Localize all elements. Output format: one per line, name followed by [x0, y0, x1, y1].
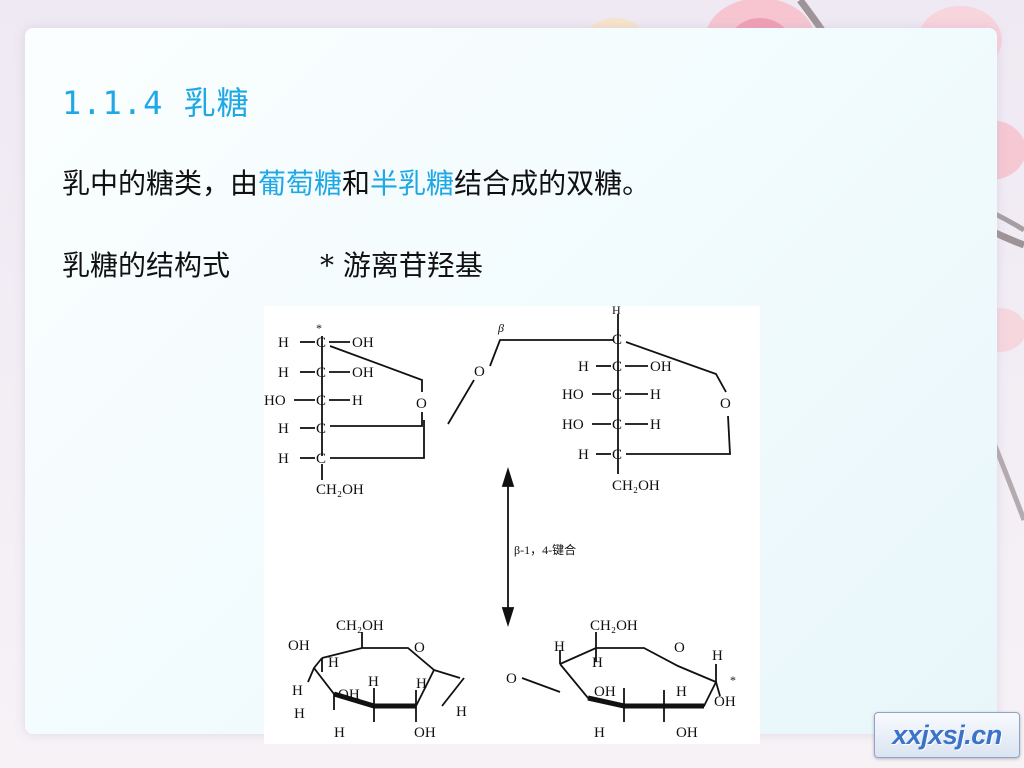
- structure-heading: 乳糖的结构式 * 游离苷羟基: [62, 244, 483, 284]
- atom-label: C: [612, 359, 622, 375]
- bond-lines: [294, 314, 731, 722]
- atom-label: C: [316, 451, 326, 467]
- bond-label: β-1，4-键合: [514, 542, 576, 557]
- atom-label: C: [612, 332, 622, 348]
- atom-label: H: [278, 335, 289, 351]
- free-hydroxyl-note: * 游离苷羟基: [320, 249, 483, 282]
- ring-oxygen: O: [416, 396, 427, 412]
- atom-label: CH₂OH: [316, 482, 364, 498]
- free-hydroxyl-star: *: [316, 321, 322, 335]
- atom-label: C: [316, 365, 326, 381]
- atom-label: OH: [714, 694, 736, 710]
- atom-label: H: [334, 725, 345, 741]
- atom-label: H: [612, 306, 621, 317]
- free-hydroxyl-star: *: [730, 673, 736, 687]
- atom-label: H: [328, 655, 339, 671]
- lactose-structure-figure: H * C OH H C OH HO C H H C H C CH₂OH O O…: [264, 303, 760, 744]
- atom-label: C: [612, 387, 622, 403]
- description-part2: 和: [342, 167, 371, 200]
- atom-label: OH: [288, 638, 310, 654]
- atom-label: CH₂OH: [612, 478, 660, 494]
- atom-label: OH: [352, 365, 374, 381]
- atom-label: H: [650, 387, 661, 403]
- atom-label: H: [712, 648, 723, 664]
- structure-label: 乳糖的结构式: [62, 249, 231, 282]
- atom-label: OH: [676, 725, 698, 741]
- lactose-structure-diagram: H * C OH H C OH HO C H H C H C CH₂OH O O…: [264, 303, 736, 741]
- atom-label: H: [294, 706, 305, 722]
- bridging-oxygen: O: [506, 671, 517, 687]
- atom-label: HO: [562, 387, 584, 403]
- ring-oxygen: O: [674, 640, 685, 656]
- atom-label: OH: [594, 684, 616, 700]
- ring-oxygen: O: [720, 396, 731, 412]
- atom-label: H: [352, 393, 363, 409]
- atom-label: H: [278, 451, 289, 467]
- atom-label: H: [578, 359, 589, 375]
- atom-label: OH: [650, 359, 672, 375]
- lactose-description: 乳中的糖类，由葡萄糖和半乳糖结合成的双糖。: [62, 162, 650, 202]
- site-watermark: xxjxsj.cn: [874, 712, 1020, 758]
- atom-label: OH: [414, 725, 436, 741]
- atom-label: H: [456, 704, 467, 720]
- atom-label: H: [416, 676, 427, 692]
- glycosidic-oxygen: O: [474, 364, 485, 380]
- atom-label: HO: [264, 393, 286, 409]
- watermark-text: xxjxsj.cn: [892, 719, 1002, 750]
- description-part1: 乳中的糖类，由: [62, 167, 259, 200]
- atom-label: CH₂OH: [590, 618, 638, 634]
- atom-label: H: [594, 725, 605, 741]
- atom-label: H: [554, 639, 565, 655]
- atom-label: C: [612, 447, 622, 463]
- galactose-term: 半乳糖: [370, 167, 455, 200]
- atom-label: H: [368, 674, 379, 690]
- atom-label: H: [676, 684, 687, 700]
- atom-label: OH: [338, 687, 360, 703]
- atom-label: C: [612, 417, 622, 433]
- atom-label: H: [278, 421, 289, 437]
- atom-label: H: [278, 365, 289, 381]
- atom-label: H: [650, 417, 661, 433]
- atom-label: C: [316, 335, 326, 351]
- atom-label: C: [316, 421, 326, 437]
- glucose-term: 葡萄糖: [258, 167, 343, 200]
- atom-label: C: [316, 393, 326, 409]
- atom-label: H: [592, 655, 603, 671]
- slide-title: 1.1.4 乳糖: [62, 84, 250, 122]
- ring-oxygen: O: [414, 640, 425, 656]
- atom-label: H: [578, 447, 589, 463]
- atom-label: H: [292, 683, 303, 699]
- atom-label: CH₂OH: [336, 618, 384, 634]
- atom-label: HO: [562, 417, 584, 433]
- description-part3: 结合成的双糖。: [454, 167, 651, 200]
- beta-label: β: [497, 321, 504, 335]
- atom-label: OH: [352, 335, 374, 351]
